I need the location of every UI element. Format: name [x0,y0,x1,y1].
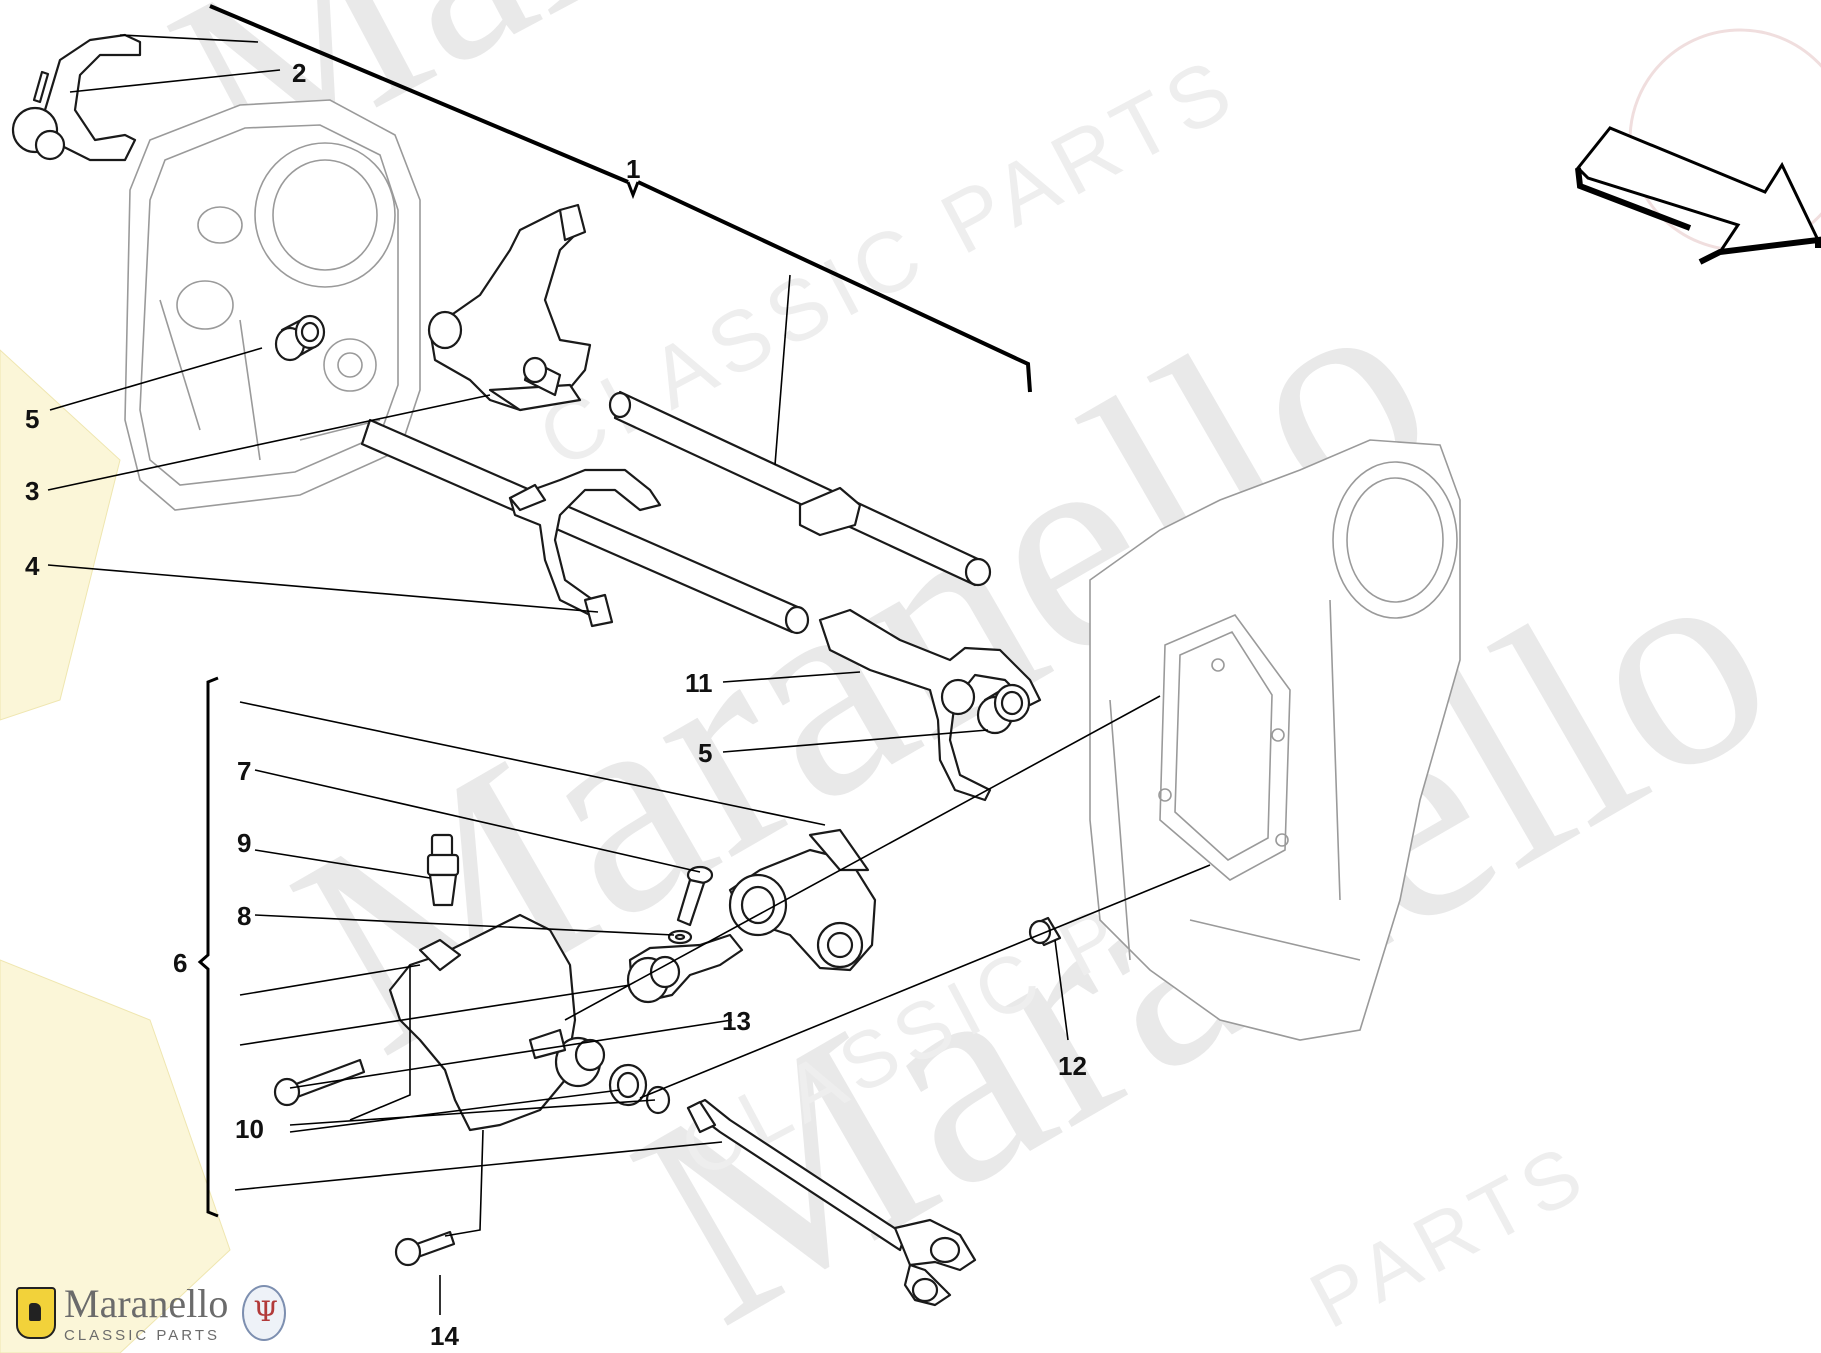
part-washer-8 [667,929,693,945]
part-bolt-14 [394,1230,456,1267]
footer-logo: Maranello CLASSIC PARTS [16,1279,287,1347]
part-sensor-9 [426,833,460,907]
ferrari-shield-icon [16,1287,56,1339]
part-bearing-5-lower [976,683,1031,735]
part-selector-rods [360,356,992,635]
part-selector-shaft [686,1098,977,1307]
part-shift-fork-top [11,33,142,162]
bracket-assembly-6 [197,676,219,1218]
callout-10: 10 [235,1114,264,1144]
part-bearing-5-upper [274,314,326,362]
callout-13: 13 [722,1006,751,1036]
callout-5-lower: 5 [698,738,712,768]
housing-cover-left [124,99,421,511]
part-shift-fork-4 [508,468,662,628]
part-selector-lever [728,828,877,972]
housing-main-right [1089,439,1461,1041]
callout-8: 8 [237,901,251,931]
watermark-shield-ghost-2 [0,959,231,1353]
callout-labels: 1 2 3 4 5 5 6 7 8 9 10 11 12 13 14 [25,58,1087,1351]
watermark-short-1: PARTS [1296,1126,1602,1345]
callout-5-upper: 5 [25,404,39,434]
part-selector-housing-6 [388,913,606,1132]
part-sleeve-12 [1028,916,1062,947]
callout-1: 1 [626,154,640,184]
forward-arrow-icon [1575,126,1821,265]
maserati-trident-icon [242,1285,287,1341]
part-bolt-7 [676,865,714,927]
part-bolt-long [273,1058,366,1107]
callout-3: 3 [25,476,39,506]
part-shift-fork-11 [818,608,1042,802]
footer-brand: Maranello CLASSIC PARTS [64,1280,229,1344]
part-seal-13 [608,1063,648,1107]
bracket-assembly-1 [209,4,1032,393]
part-shift-fork-3 [427,203,592,412]
footer-brand-name: Maranello [64,1280,229,1326]
callout-6: 6 [173,948,187,978]
callout-12: 12 [1058,1051,1087,1081]
callout-7: 7 [237,756,251,786]
callout-2: 2 [292,58,306,88]
leader-lines [47,34,1211,1315]
watermark-shield-ghost [0,349,121,721]
callout-9: 9 [237,828,251,858]
callout-11: 11 [685,668,713,698]
part-small-lever [626,933,744,1004]
footer-brand-sub: CLASSIC PARTS [64,1326,220,1344]
callout-4: 4 [25,551,40,581]
callout-14: 14 [430,1321,459,1351]
